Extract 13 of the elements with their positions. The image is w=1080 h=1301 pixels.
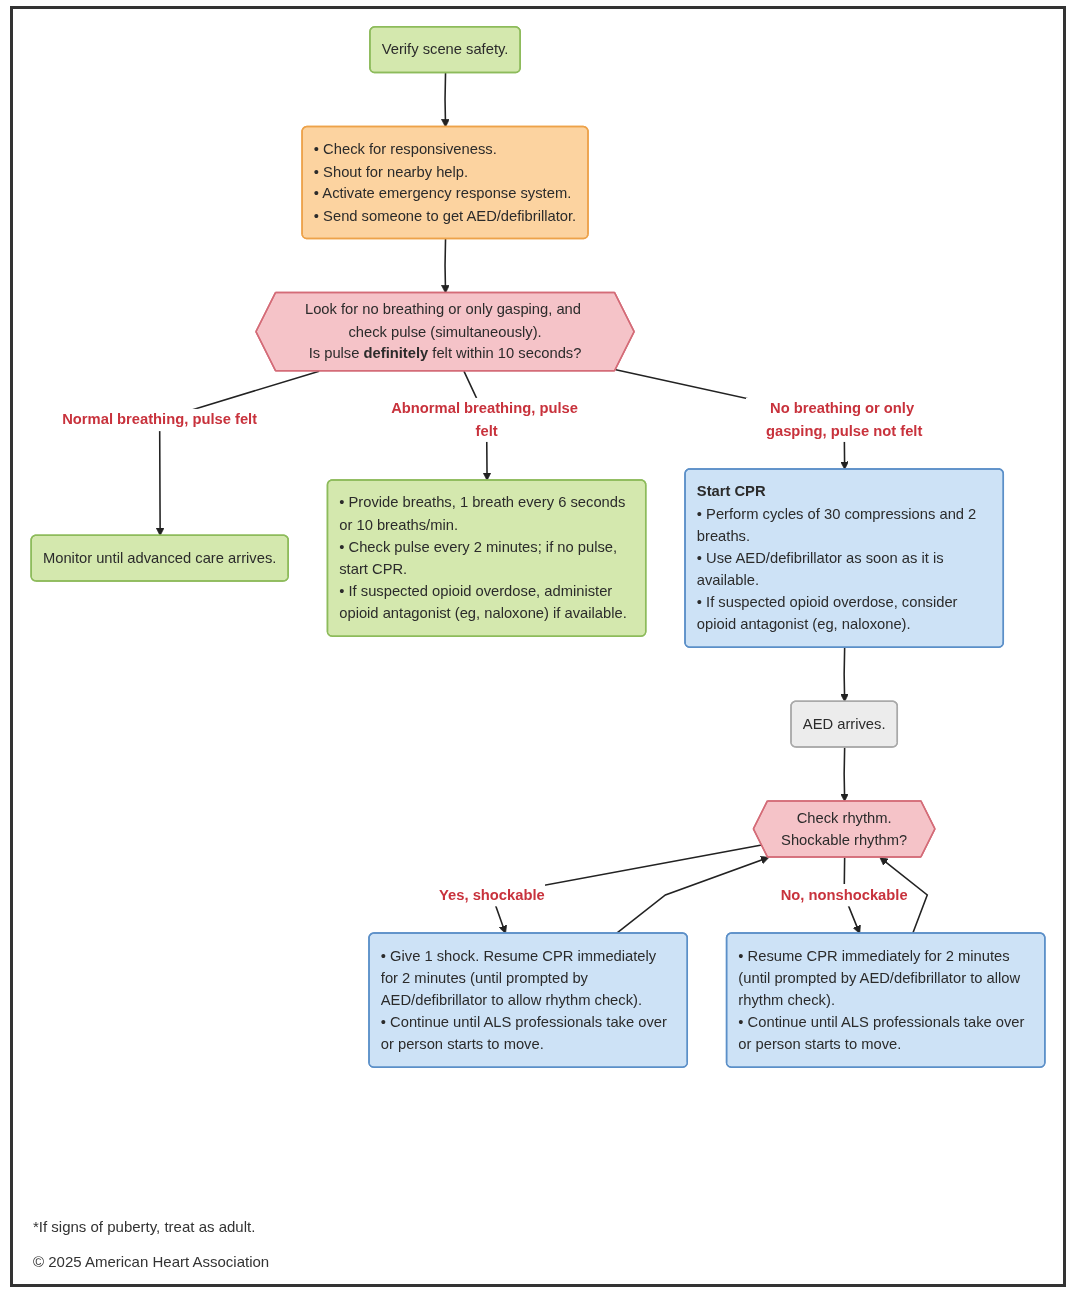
edge-label: No breathing or only gasping, pulse not felt [765,399,923,439]
arrow [840,746,849,802]
arrow [441,72,450,128]
copyright-text: © 2025 American Heart Association [33,1253,271,1270]
edge-label: Abnormal breathing, pulse felt [391,399,578,439]
edge-label: No, nonshockable [780,885,908,903]
arrow [441,238,450,294]
arrow [840,646,849,703]
edge-label: Normal breathing, pulse felt [62,410,258,428]
footnote-text: *If signs of puberty, treat as adult. [33,1218,257,1235]
arrow [615,856,770,935]
arrow [879,857,929,935]
edge-label: Yes, shockable [439,885,545,903]
